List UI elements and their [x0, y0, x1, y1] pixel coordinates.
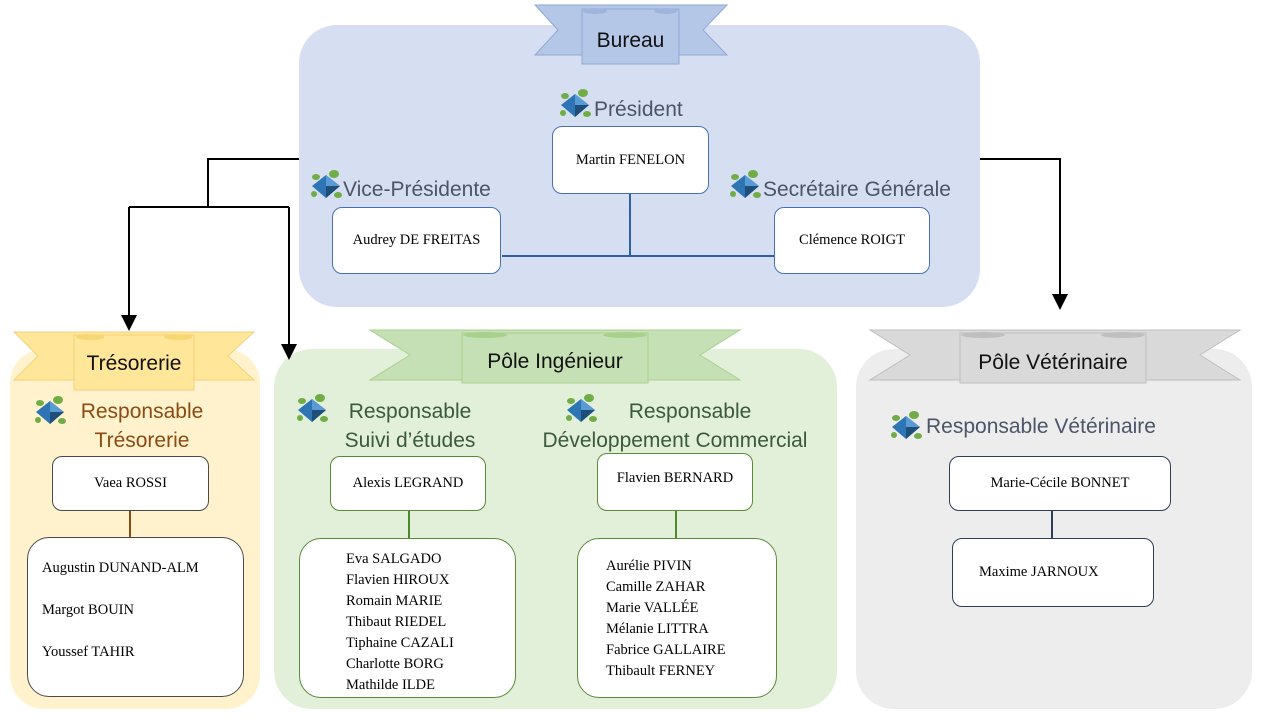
list-item: Margot BOUIN — [42, 602, 134, 618]
veterinaire-panel — [856, 349, 1252, 709]
list-item: Tiphaine CAZALI — [346, 635, 454, 651]
bureau-connector — [502, 194, 774, 257]
suivi-members-list: Eva SALGADO Flavien HIROUX Romain MARIE … — [299, 538, 516, 698]
tresorerie-role-line2: Trésorerie — [94, 429, 190, 452]
list-item: Mélanie LITTRA — [606, 621, 709, 637]
turtle-logo-icon — [730, 170, 761, 198]
veterinaire-lead-box: Marie-Cécile BONNET — [949, 456, 1171, 511]
tresorerie-role-line1: Responsable — [80, 400, 204, 423]
list-item: Augustin DUNAND-ALM — [42, 560, 199, 576]
commercial-lead-box: Flavien BERNARD — [597, 453, 753, 511]
secretary-name-box: Clémence ROIGT — [774, 207, 930, 274]
veterinaire-member-box: Maxime JARNOUX — [952, 538, 1154, 607]
list-item: Aurélie PIVIN — [606, 558, 692, 574]
turtle-logo-icon — [891, 411, 922, 439]
bureau-banner — [533, 4, 729, 65]
list-item: Camille ZAHAR — [606, 579, 706, 595]
ingenieur-banner — [368, 329, 742, 384]
vice-president-role: Vice-Présidente — [343, 178, 491, 201]
list-item: Thibault FERNEY — [606, 663, 716, 679]
tresorerie-title: Trésorerie — [86, 352, 182, 375]
veterinaire-role: Responsable Vétérinaire — [926, 415, 1156, 438]
tresorerie-members-list: Augustin DUNAND-ALM Margot BOUIN Youssef… — [27, 537, 244, 697]
commercial-role-line2: Développement Commercial — [542, 429, 808, 452]
bureau-title: Bureau — [596, 29, 665, 52]
commercial-members-list: Aurélie PIVIN Camille ZAHAR Marie VALLÉE… — [577, 538, 777, 698]
tresorerie-banner — [12, 331, 256, 391]
suivi-role-line1: Responsable — [348, 400, 472, 423]
list-item: Eva SALGADO — [346, 551, 442, 567]
list-item: Marie VALLÉE — [606, 600, 699, 616]
president-name-box: Martin FENELON — [552, 126, 709, 194]
list-item: Mathilde ILDE — [346, 677, 435, 693]
tresorerie-role: Responsable Trésorerie — [62, 397, 222, 455]
veterinaire-title: Pôle Vétérinaire — [978, 351, 1128, 374]
commercial-role-line1: Responsable — [628, 400, 752, 423]
suivi-lead-box: Alexis LEGRAND — [330, 456, 486, 511]
list-item: Fabrice GALLAIRE — [606, 642, 726, 658]
president-role: Président — [594, 98, 683, 121]
list-item: Youssef TAHIR — [42, 644, 135, 660]
secretary-role: Secrétaire Générale — [763, 178, 951, 201]
tresorerie-lead-box: Vaea ROSSI — [52, 456, 209, 511]
vice-president-name-box: Audrey DE FREITAS — [332, 207, 501, 274]
veterinaire-banner — [868, 329, 1242, 384]
turtle-logo-icon — [560, 89, 591, 117]
list-item: Thibaut RIEDEL — [346, 614, 447, 630]
list-item: Flavien HIROUX — [346, 572, 450, 588]
list-item: Charlotte BORG — [346, 656, 444, 672]
suivi-role: Responsable Suivi d’études — [320, 397, 500, 455]
list-item: Romain MARIE — [346, 593, 443, 609]
commercial-role: Responsable Développement Commercial — [520, 397, 830, 455]
suivi-role-line2: Suivi d’études — [344, 429, 476, 452]
ingenieur-title: Pôle Ingénieur — [487, 350, 623, 373]
hierarchy-arrows — [121, 158, 1068, 360]
turtle-logo-icon — [311, 170, 342, 198]
